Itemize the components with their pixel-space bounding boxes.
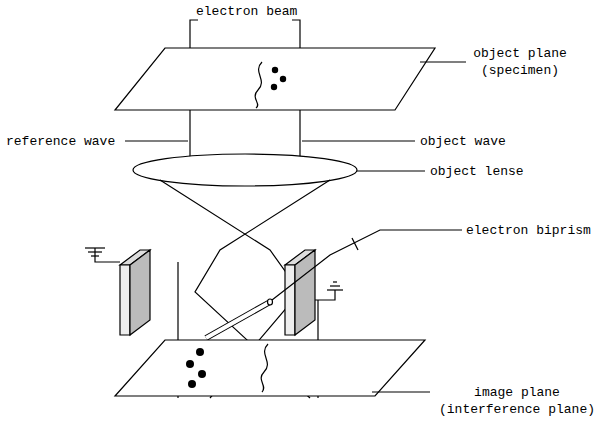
- ground-symbol: [85, 247, 105, 248]
- object-lens: [133, 154, 357, 186]
- biprism-wire: [206, 302, 270, 338]
- image-dot: [198, 370, 206, 378]
- specimen-dot: [280, 76, 286, 82]
- image-dot: [186, 360, 194, 368]
- ground-wire: [315, 290, 335, 300]
- leader-line: [420, 61, 466, 62]
- biprism-wire: [206, 302, 270, 338]
- biprism-wire-end: [268, 299, 273, 305]
- biprism-lead: [272, 230, 462, 300]
- electrode-plate: [120, 265, 130, 335]
- image-plane: [115, 340, 425, 396]
- part-label: object wave: [420, 133, 506, 150]
- leader-line: [302, 140, 415, 141]
- image-dot: [188, 380, 196, 388]
- ground-symbol: [88, 251, 102, 252]
- ground-symbol: [91, 255, 99, 256]
- ground-symbol: [333, 281, 337, 282]
- specimen-outline: [255, 62, 262, 108]
- leader-line: [372, 391, 430, 392]
- beam-bracket: [190, 20, 198, 26]
- specimen-image-outline: [261, 344, 268, 392]
- leader-line: [357, 170, 425, 171]
- leader-line: [125, 140, 188, 141]
- part-label: electron beam: [196, 3, 297, 20]
- reference-wave-line: [189, 110, 190, 160]
- part-label: object lense: [430, 163, 524, 180]
- specimen-dot: [271, 84, 277, 90]
- ground-symbol: [330, 285, 340, 286]
- image-dot: [196, 348, 204, 356]
- part-label: reference wave: [6, 133, 115, 150]
- electrode-plate: [295, 250, 315, 335]
- object-plane: [115, 48, 435, 110]
- part-label: object plane (specimen): [468, 45, 572, 79]
- part-label: image plane (interference plane): [434, 384, 600, 418]
- ground-symbol: [327, 289, 343, 290]
- specimen-dot: [272, 67, 278, 73]
- beam-bracket: [292, 20, 300, 26]
- object-wave-line: [299, 110, 300, 160]
- part-label: electron biprism: [466, 222, 591, 239]
- electrode-plate: [130, 250, 150, 335]
- biprism-switch: [352, 238, 358, 250]
- electrode-plate: [285, 265, 295, 335]
- ground-wire: [95, 248, 120, 262]
